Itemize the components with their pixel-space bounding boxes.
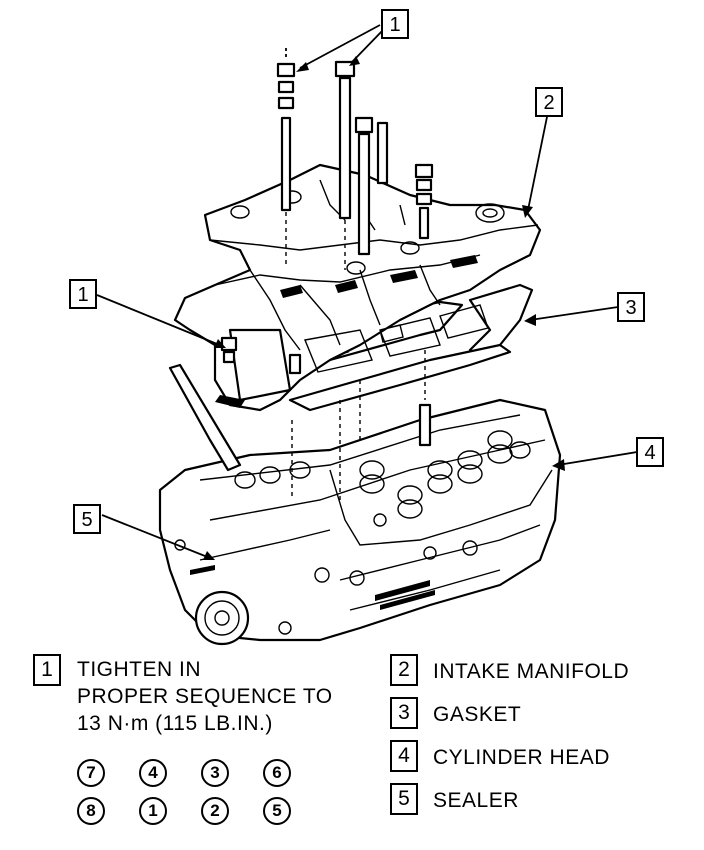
leader-lines xyxy=(96,24,638,560)
callout-5: 5 xyxy=(73,504,101,534)
intake-manifold xyxy=(173,163,542,412)
callout-2: 2 xyxy=(535,87,563,117)
sequence-number: 8 xyxy=(77,797,105,825)
legend-number-5: 5 xyxy=(390,783,418,815)
callout-number: 5 xyxy=(81,509,92,531)
sequence-number: 1 xyxy=(139,797,167,825)
legend-number-3: 3 xyxy=(390,697,418,729)
callout-number: 3 xyxy=(625,297,636,319)
cylinder-head xyxy=(158,398,562,646)
sequence-number: 4 xyxy=(139,759,167,787)
legend-text-1-line3: 13 N·m (115 LB.IN.) xyxy=(77,712,273,735)
callout-3: 3 xyxy=(617,292,645,322)
legend-number-1: 1 xyxy=(33,654,61,686)
legend-text-3: GASKET xyxy=(433,703,522,726)
sequence-number: 3 xyxy=(201,759,229,787)
legend-text-2: INTAKE MANIFOLD xyxy=(433,660,630,683)
callout-number: 4 xyxy=(644,442,655,464)
sequence-number: 5 xyxy=(263,797,291,825)
legend-text-1-line2: PROPER SEQUENCE TO xyxy=(77,685,333,708)
callout-4: 4 xyxy=(636,437,664,467)
callout-number: 1 xyxy=(77,284,88,306)
callout-1-top: 1 xyxy=(381,9,409,39)
sequence-number: 6 xyxy=(263,759,291,787)
callout-number: 2 xyxy=(543,92,554,114)
legend-text-5: SEALER xyxy=(433,789,519,812)
legend-number-2: 2 xyxy=(390,654,418,686)
manifold-bolts xyxy=(220,48,434,500)
sequence-number: 7 xyxy=(77,759,105,787)
callout-number: 1 xyxy=(389,14,400,36)
sequence-number: 2 xyxy=(201,797,229,825)
legend-text-1-line1: TIGHTEN IN xyxy=(77,658,201,681)
callout-1-left: 1 xyxy=(69,279,97,309)
legend-text-4: CYLINDER HEAD xyxy=(433,746,610,769)
legend-number-4: 4 xyxy=(390,740,418,772)
